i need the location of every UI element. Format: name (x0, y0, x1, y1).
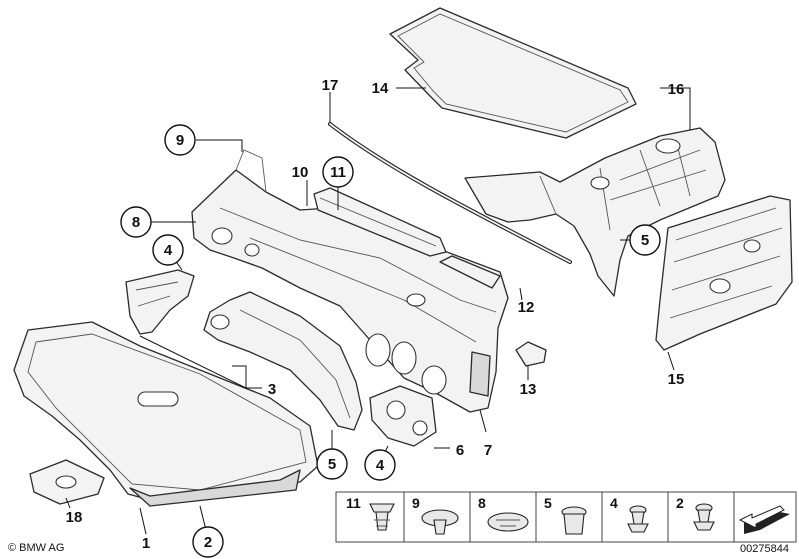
part-6-insulation-plate (369, 385, 437, 447)
svg-text:4: 4 (164, 242, 173, 259)
part-17-seal-strip (328, 122, 572, 264)
svg-text:8: 8 (132, 214, 140, 231)
arrow-symbol-icon (738, 505, 790, 534)
firewall-assembly (191, 149, 509, 413)
svg-text:9: 9 (176, 132, 184, 149)
legend-label-4: 4 (610, 495, 618, 511)
part-10-cowl-strip (313, 187, 447, 257)
image-number: 00275844 (740, 543, 789, 555)
svg-text:5: 5 (328, 456, 336, 473)
part-18-pad (29, 459, 105, 505)
part-15-side-insulation (655, 195, 793, 351)
fastener-legend: 11 9 8 5 4 2 (335, 491, 797, 543)
part-3-tunnel-insulation (203, 291, 363, 431)
fastener-11-icon (369, 503, 395, 531)
callout-10: 10 (292, 164, 309, 181)
callout-4-center: 4 (364, 449, 396, 481)
copyright-text: © BMW AG (8, 542, 64, 554)
svg-text:11: 11 (330, 164, 346, 181)
fastener-8-icon (487, 512, 529, 532)
part-14-hood-insulation (389, 7, 637, 139)
fastener-4-icon (627, 505, 649, 533)
callout-11: 11 (322, 156, 354, 188)
callout-5-center: 5 (316, 448, 348, 480)
callout-4-left: 4 (152, 234, 184, 266)
callout-18: 18 (66, 509, 83, 526)
part-12-bracket (439, 255, 501, 289)
svg-text:2: 2 (204, 534, 212, 551)
fastener-5-icon (561, 506, 587, 535)
callout-12: 12 (518, 299, 535, 316)
part-4-insulation-piece (125, 269, 195, 335)
svg-text:5: 5 (641, 232, 649, 249)
callout-5-right: 5 (629, 224, 661, 256)
callout-14: 14 (372, 80, 389, 97)
fastener-9-icon (421, 509, 459, 535)
callout-6: 6 (456, 442, 464, 459)
svg-text:4: 4 (376, 457, 385, 474)
callout-9: 9 (164, 124, 196, 156)
callout-13: 13 (520, 381, 537, 398)
part-16-bulkhead-insulation (464, 127, 726, 297)
callout-17: 17 (322, 77, 339, 94)
callout-16: 16 (668, 81, 685, 98)
callout-2: 2 (192, 526, 224, 558)
part-1-underhood-insulation (13, 321, 319, 507)
fastener-2-icon (693, 503, 715, 531)
legend-label-9: 9 (412, 495, 420, 511)
callout-3: 3 (268, 381, 276, 398)
legend-label-8: 8 (478, 495, 486, 511)
callout-15: 15 (668, 371, 685, 388)
callout-7: 7 (484, 442, 492, 459)
legend-label-5: 5 (544, 495, 552, 511)
callout-8: 8 (120, 206, 152, 238)
legend-label-2: 2 (676, 495, 684, 511)
part-13-clip (515, 341, 547, 367)
callout-1: 1 (142, 535, 150, 552)
legend-label-11: 11 (346, 495, 361, 511)
